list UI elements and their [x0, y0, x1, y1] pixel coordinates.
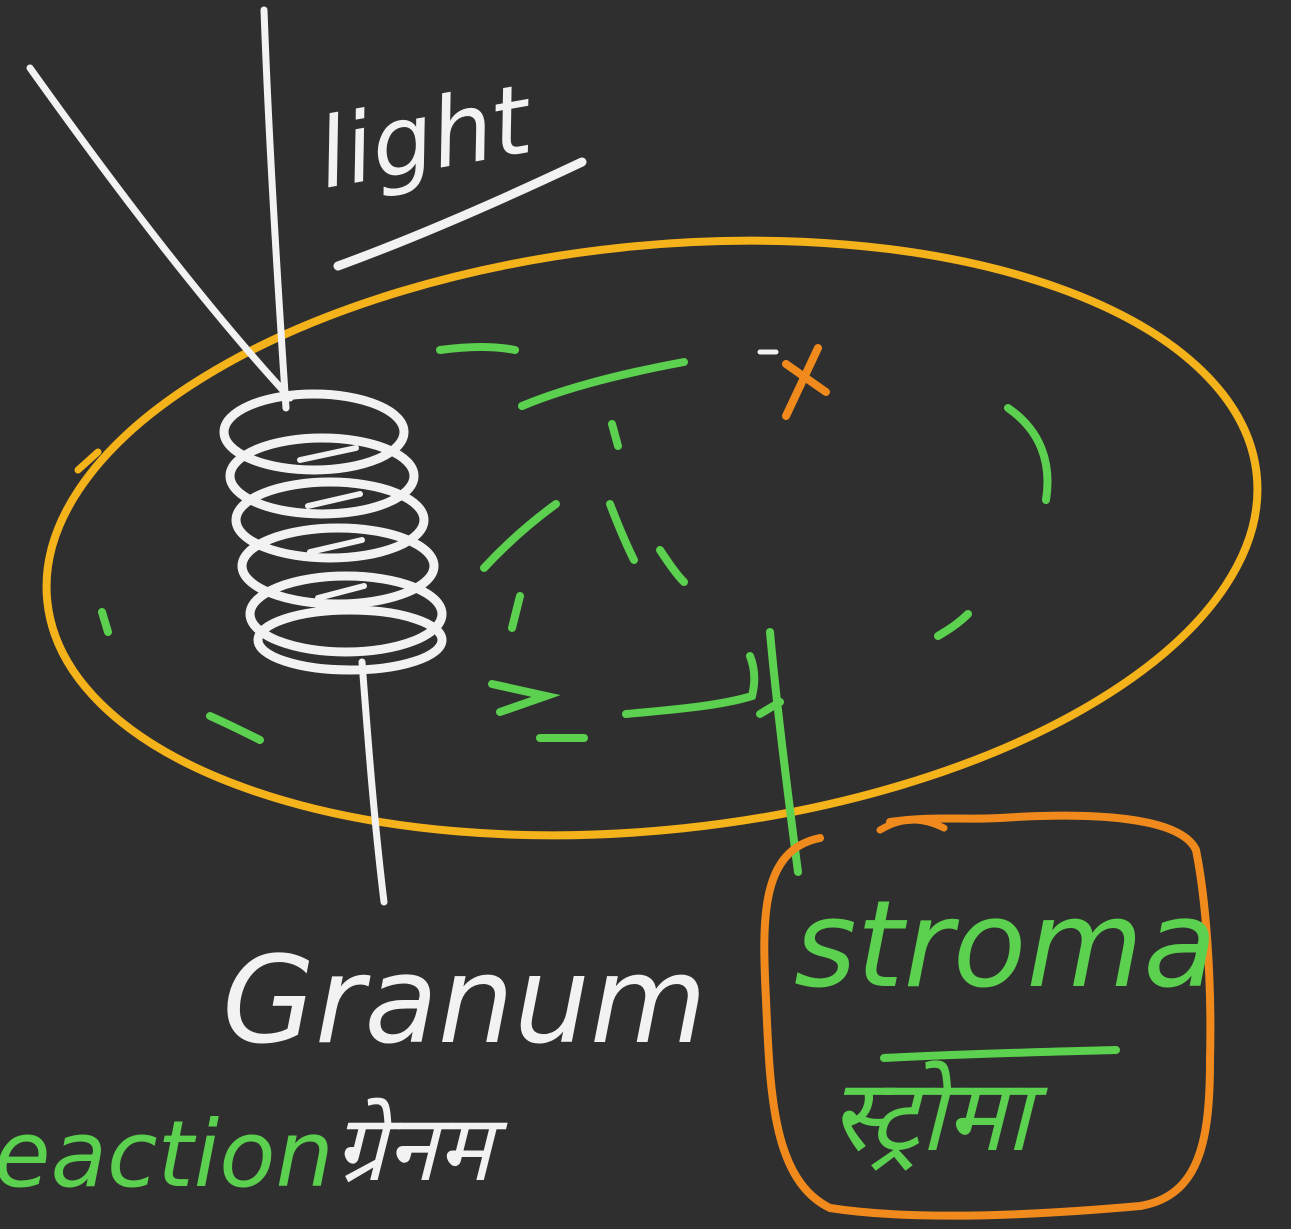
stroma-box-tick [880, 820, 944, 830]
granum-pointer-line [362, 662, 384, 902]
chloroplast-outline [17, 184, 1287, 892]
stroma-hindi-label: स्ट्रोमा [830, 1057, 1048, 1174]
reaction-label: eaction [0, 1101, 334, 1208]
stroma-marks [102, 347, 1047, 872]
granum-stack [224, 394, 442, 670]
granum-hindi-label: ग्रेनम [334, 1095, 508, 1202]
light-label: light [310, 63, 542, 211]
cross-mark [786, 348, 826, 416]
granum-label: Granum [222, 932, 707, 1071]
light-ray-vertical [264, 10, 286, 408]
stroma-label: stroma [794, 876, 1217, 1015]
